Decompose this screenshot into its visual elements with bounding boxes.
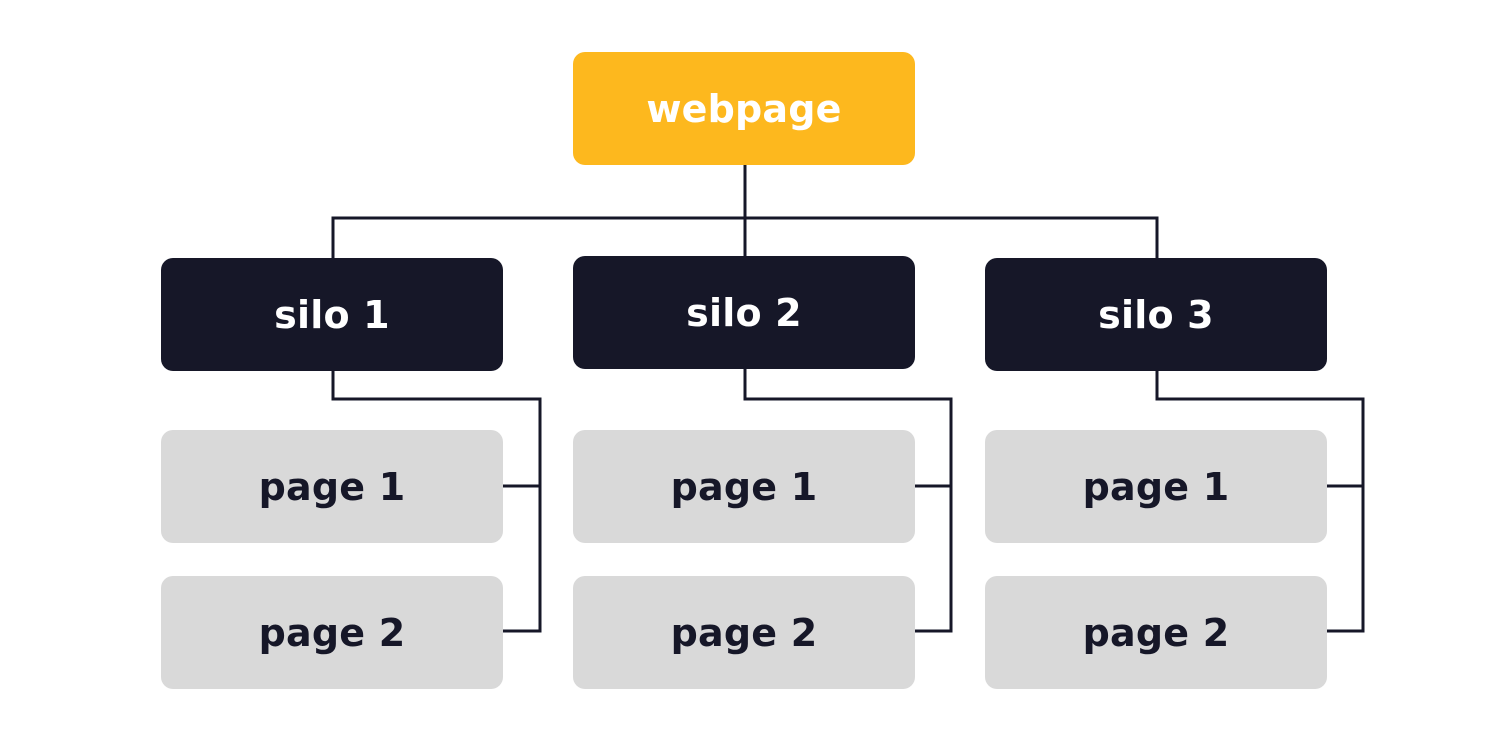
silo-1-page-2-node: page 2 bbox=[161, 576, 503, 689]
page-node-label: page 1 bbox=[670, 464, 818, 509]
silo-2-page-2-node: page 2 bbox=[573, 576, 915, 689]
page-node-label: page 1 bbox=[1082, 464, 1230, 509]
silo-node-1: silo 1 bbox=[161, 258, 503, 371]
page-node-label: page 2 bbox=[1082, 610, 1230, 655]
silo-node-3: silo 3 bbox=[985, 258, 1327, 371]
silo-node-2: silo 2 bbox=[573, 256, 915, 369]
page-node-label: page 1 bbox=[258, 464, 406, 509]
root-node-webpage: webpage bbox=[573, 52, 915, 165]
silo-1-page-1-node: page 1 bbox=[161, 430, 503, 543]
silo-node-label: silo 1 bbox=[274, 292, 390, 337]
silo-node-label: silo 2 bbox=[686, 290, 802, 335]
root-node-label: webpage bbox=[646, 86, 842, 131]
silo-2-page-1-node: page 1 bbox=[573, 430, 915, 543]
silo-node-label: silo 3 bbox=[1098, 292, 1214, 337]
silo-3-page-2-node: page 2 bbox=[985, 576, 1327, 689]
page-node-label: page 2 bbox=[670, 610, 818, 655]
page-node-label: page 2 bbox=[258, 610, 406, 655]
silo-3-page-1-node: page 1 bbox=[985, 430, 1327, 543]
